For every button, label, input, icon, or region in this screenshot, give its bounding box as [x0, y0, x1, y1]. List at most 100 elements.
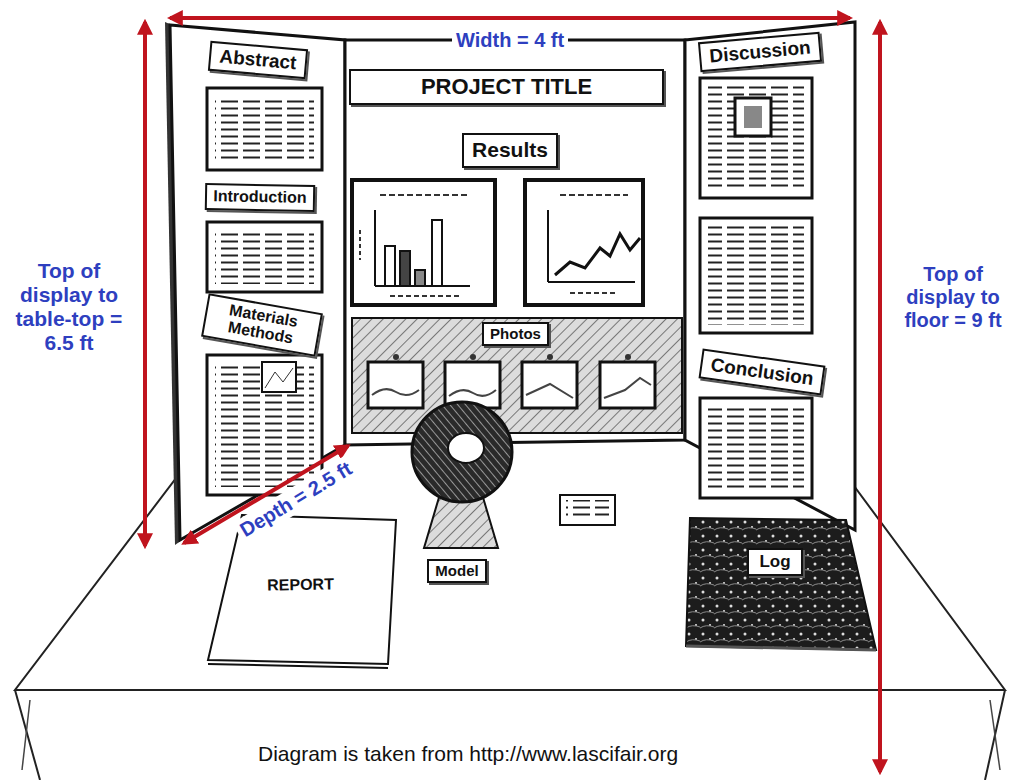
dimension-label: Top of display to floor = 9 ft	[890, 262, 1016, 333]
table-part	[990, 700, 1000, 770]
photo-panel-part	[600, 362, 655, 408]
text-paragraphs-part	[700, 218, 812, 333]
node-text: Abstract	[219, 47, 298, 74]
node-text: Introduction	[213, 188, 307, 206]
label-text: Top of display to floor = 9 ft	[894, 263, 1012, 332]
bar-chart-part	[359, 230, 361, 260]
photo-panel-part	[368, 362, 423, 408]
photo-panel-part	[445, 362, 500, 408]
text-holder: REPORT	[267, 577, 334, 595]
display-board-part	[345, 40, 685, 445]
model-tag: Model	[427, 559, 487, 583]
log-notebook-part	[686, 646, 876, 650]
model-globe-part	[412, 402, 512, 502]
node-text: PROJECT TITLE	[421, 75, 592, 98]
photo-panel-part	[522, 362, 577, 408]
text-holder: Results	[472, 139, 548, 161]
text-holder: Model	[435, 563, 478, 579]
section-tab: Introduction	[205, 183, 315, 212]
bar-chart-part	[432, 220, 442, 286]
label-text: Top of display to table-top = 6.5 ft	[14, 259, 124, 356]
dimension-arrows-part	[878, 22, 882, 772]
text-paragraphs-part	[207, 355, 322, 495]
photo-panel-part	[625, 354, 631, 360]
bar-chart-part	[400, 251, 410, 286]
photo-panel-part	[352, 318, 682, 433]
line-chart-part	[525, 180, 643, 305]
text-paragraphs-part	[207, 88, 322, 170]
dimension-arrows-part	[143, 22, 147, 546]
section-tab: Photos	[482, 322, 549, 346]
caption-text: Diagram is taken from http://www.lascifa…	[258, 742, 678, 766]
log-tag: Log	[747, 548, 803, 576]
photo-panel-part	[449, 390, 496, 396]
source-caption: Diagram is taken from http://www.lascifa…	[255, 742, 681, 766]
bar-chart-part	[374, 210, 376, 286]
text-paragraphs-part	[708, 226, 804, 325]
text-holder: Abstract	[219, 47, 298, 74]
text-paragraphs-part	[708, 406, 804, 490]
card-part	[566, 500, 609, 520]
photo-panel-part	[470, 354, 476, 360]
text-paragraphs-part	[744, 106, 762, 128]
report-paper	[208, 515, 396, 668]
photo-panel-part	[526, 384, 573, 398]
photo-panel-part	[393, 354, 399, 360]
line-chart-part	[555, 234, 640, 275]
label-text: Width = 4 ft	[456, 29, 564, 52]
section-tab: Results	[462, 133, 558, 168]
text-paragraphs-part	[265, 368, 293, 388]
text-holder: Photos	[490, 326, 541, 342]
model-globe	[412, 402, 512, 548]
node-text: Results	[472, 139, 548, 161]
text-holder: PROJECT TITLE	[421, 75, 592, 98]
text-paragraphs-part	[700, 398, 812, 498]
display-board	[165, 22, 855, 545]
log-notebook	[686, 518, 876, 650]
report-paper-part	[208, 515, 396, 664]
text-holder: Discussion	[709, 38, 812, 67]
photo-panel-part	[372, 389, 419, 395]
text-paragraphs-part	[262, 362, 296, 392]
line-chart-part	[547, 210, 549, 282]
table-part	[15, 690, 40, 780]
node-text: Discussion	[709, 38, 812, 67]
dimension-label: Top of display to table-top = 6.5 ft	[10, 258, 128, 357]
title-box: PROJECT TITLE	[349, 69, 664, 105]
node-text: Log	[759, 553, 790, 571]
table-part	[22, 700, 30, 770]
text-holder: Introduction	[213, 188, 307, 206]
bar-chart	[352, 180, 495, 305]
node-text: Photos	[490, 326, 541, 342]
model-globe-part	[448, 433, 484, 463]
text-paragraphs-part	[700, 78, 812, 198]
text-paragraphs-part	[215, 96, 314, 162]
node-text: REPORT	[267, 577, 334, 595]
line-chart	[525, 180, 643, 305]
photo-panel-part	[547, 354, 553, 360]
node-text: Model	[435, 563, 478, 579]
line-chart-part	[548, 281, 635, 283]
text-paragraphs-part	[215, 230, 314, 284]
bar-chart-part	[385, 246, 395, 286]
bar-chart-part	[415, 270, 425, 286]
text-paragraphs-part	[215, 363, 314, 487]
line-chart-part	[560, 194, 628, 196]
card-part	[560, 495, 615, 525]
bar-chart-part	[380, 194, 470, 196]
line-chart-part	[570, 292, 615, 294]
bar-chart-part	[352, 180, 495, 305]
bar-chart-part	[390, 295, 460, 297]
table-part	[985, 690, 1005, 780]
card	[560, 495, 615, 525]
photo-panel-part	[604, 378, 651, 398]
text-paragraphs-part	[735, 98, 771, 136]
text-paragraphs-part	[207, 222, 322, 292]
report-paper-part	[208, 664, 388, 668]
photo-panel	[352, 318, 682, 433]
table-part	[15, 689, 1005, 691]
dimension-label: Width = 4 ft	[452, 28, 568, 53]
dimension-arrows-part	[170, 16, 850, 20]
